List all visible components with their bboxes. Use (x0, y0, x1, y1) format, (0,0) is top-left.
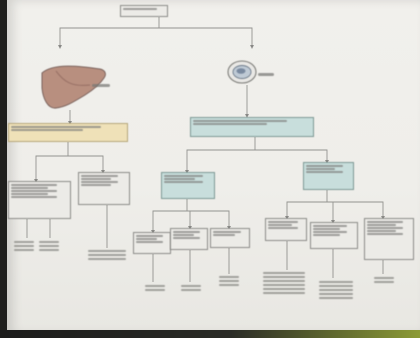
left-title-box (8, 123, 128, 142)
left-leaf-2 (39, 239, 59, 256)
vessel-caption (258, 73, 274, 76)
mid-subbox-3 (210, 228, 250, 248)
far-leaf-2 (319, 279, 353, 315)
mid-subbox-1 (133, 232, 171, 254)
left-child-box-2 (78, 172, 130, 205)
left-leaf-3 (88, 248, 126, 265)
far-leaf-1 (263, 270, 305, 314)
right-child-box-right (303, 162, 354, 190)
mid-leaf-3 (219, 274, 239, 291)
far-subbox-2 (310, 222, 358, 249)
mid-leaf-1 (145, 283, 165, 300)
mid-subbox-2 (170, 228, 208, 250)
right-title-box (190, 117, 314, 137)
diagram-page (7, 0, 420, 334)
right-child-box-left (161, 172, 215, 199)
far-leaf-3 (374, 275, 394, 290)
top-box (120, 5, 168, 17)
mid-leaf-2 (181, 283, 201, 300)
left-child-box-1 (8, 181, 71, 219)
liver-icon (41, 65, 106, 109)
far-subbox-3 (364, 218, 414, 260)
liver-caption (92, 84, 110, 87)
bottom-edge (0, 330, 420, 338)
far-subbox-1 (265, 218, 307, 241)
blood-vessel-icon (227, 60, 257, 84)
left-leaf-1 (14, 239, 34, 256)
